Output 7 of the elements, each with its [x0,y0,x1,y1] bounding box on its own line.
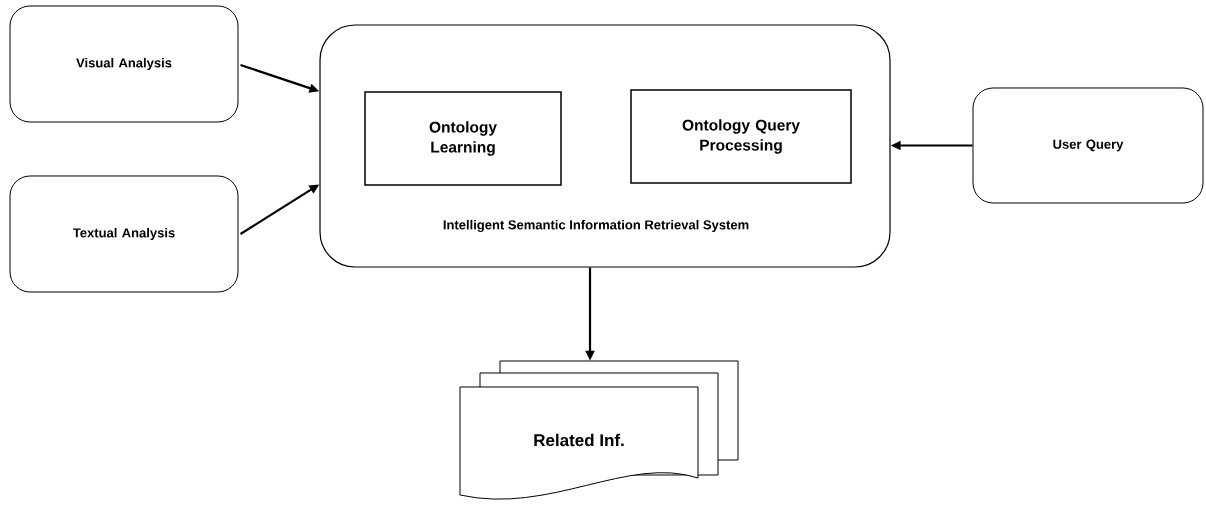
input-box: Textual Analysis [9,175,239,293]
node-label: Related Inf. [534,433,624,447]
input-box: Visual Analysis [9,5,239,123]
module-box: Ontology Query Processing [630,89,852,184]
module-box: Ontology Learning [364,91,562,186]
document-stack: Related Inf. [459,360,739,500]
input-box: User Query [972,87,1204,204]
